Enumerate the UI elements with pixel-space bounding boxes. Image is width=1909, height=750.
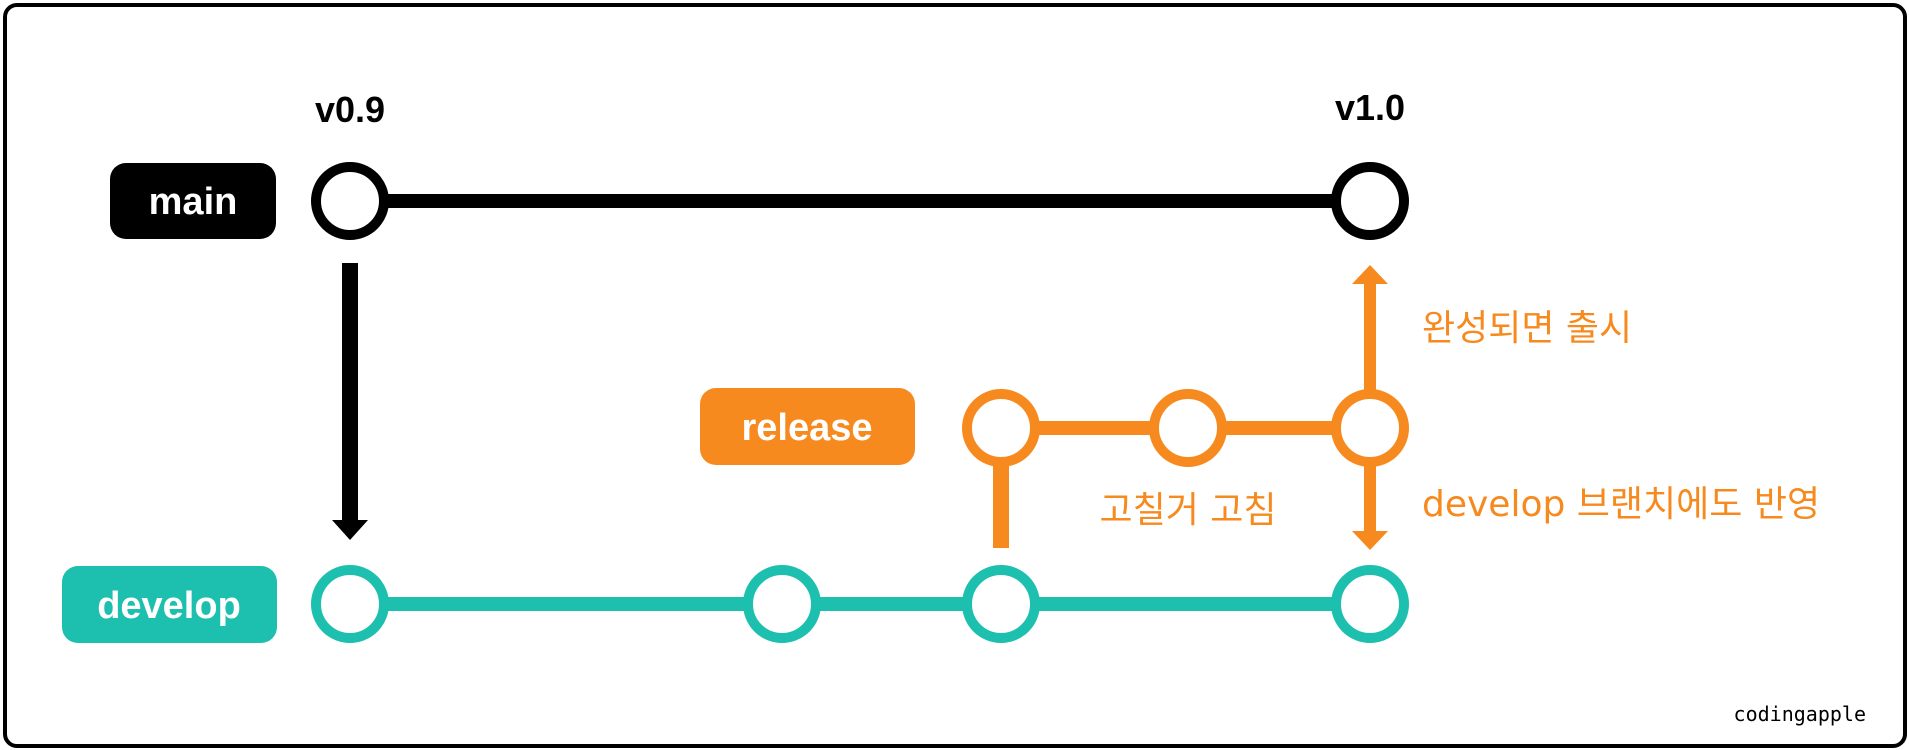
annotation-merge-back: develop 브랜치에도 반영 (1422, 484, 1820, 525)
release-to-main-arrow-head (1352, 265, 1388, 284)
main-branch-label: main (110, 163, 276, 239)
release-commit-3 (1331, 389, 1409, 467)
main-to-develop-arrow-head (332, 520, 368, 540)
diagram-frame (3, 3, 1907, 748)
main-branch-label-text: main (149, 181, 238, 223)
release-commit-2 (1149, 389, 1227, 467)
develop-commit-1 (311, 565, 389, 643)
develop-commit-3 (962, 565, 1040, 643)
main-commit-v09 (311, 162, 389, 240)
annotation-release-when-done: 완성되면 출시 (1422, 308, 1632, 349)
develop-branch-label-bg (62, 566, 277, 643)
watermark: codingapple (1734, 702, 1866, 726)
release-branch-label-bg (700, 388, 915, 465)
tag-v09: v0.9 (315, 89, 385, 130)
main-branch-label-bg (110, 163, 276, 239)
develop-commit-4 (1331, 565, 1409, 643)
annotation-fixes: 고칠거 고침 (1099, 490, 1276, 531)
develop-commit-2 (743, 565, 821, 643)
release-to-develop-arrow-head (1352, 531, 1388, 550)
release-branch-label: release (700, 388, 915, 465)
develop-branch-label: develop (62, 566, 277, 643)
main-commit-v10 (1331, 162, 1409, 240)
release-branch-label-text: release (741, 407, 872, 449)
release-commit-1 (962, 389, 1040, 467)
develop-branch-label-text: develop (97, 585, 241, 627)
tag-v10: v1.0 (1335, 87, 1405, 128)
